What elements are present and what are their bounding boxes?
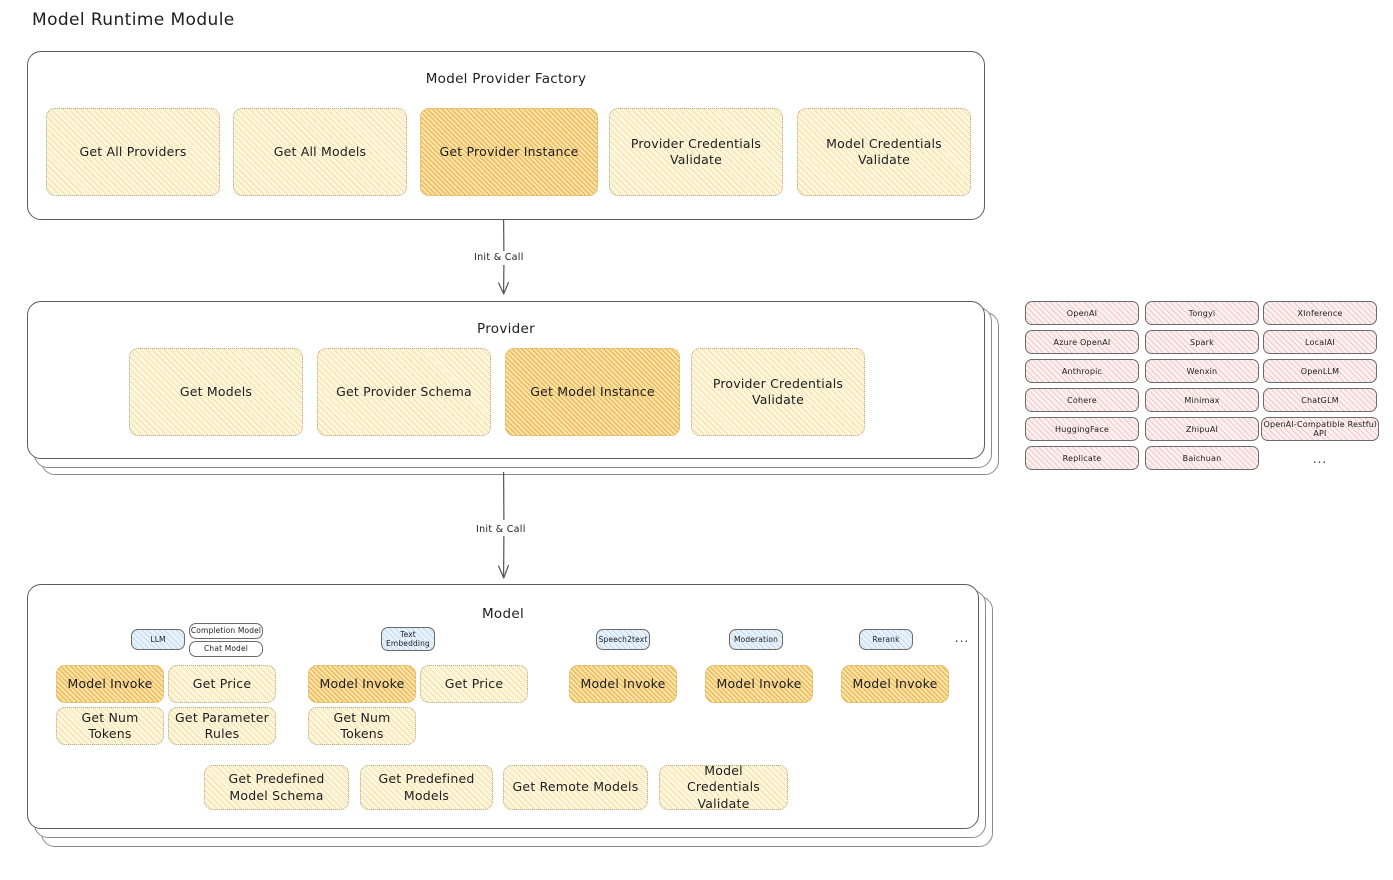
- card-get-provider-schema[interactable]: Get Provider Schema: [317, 348, 491, 436]
- badge-llm-completion-model[interactable]: Completion Model: [189, 623, 263, 639]
- badge-model-type-rerank[interactable]: Rerank: [859, 629, 913, 650]
- badge-model-type-moderation[interactable]: Moderation: [729, 629, 783, 650]
- badge-model-type-llm[interactable]: LLM: [131, 629, 185, 650]
- provider-chip-baichuan[interactable]: Baichuan: [1145, 446, 1259, 470]
- provider-chip-openllm[interactable]: OpenLLM: [1263, 359, 1377, 383]
- provider-chip-zhipuai[interactable]: ZhipuAI: [1145, 417, 1259, 441]
- arrow-label-init-call-1: Init & Call: [470, 251, 528, 264]
- card-text-embedding-get-price[interactable]: Get Price: [420, 665, 528, 703]
- provider-chip-xinference[interactable]: XInference: [1263, 301, 1377, 325]
- arrow-label-init-call-2: Init & Call: [472, 523, 530, 536]
- arrow-provider-to-model: [498, 471, 509, 579]
- card-get-models[interactable]: Get Models: [129, 348, 303, 436]
- page-title: Model Runtime Module: [32, 10, 235, 30]
- card-model-credentials-validate[interactable]: Model Credentials Validate: [797, 108, 971, 196]
- badge-model-type-text-embedding[interactable]: Text Embedding: [381, 627, 435, 651]
- panel-title-factory: Model Provider Factory: [425, 71, 587, 87]
- provider-chip-azure-openai[interactable]: Azure OpenAI: [1025, 330, 1139, 354]
- card-model-credentials-validate-2[interactable]: Model Credentials Validate: [659, 763, 788, 811]
- provider-chip-spark[interactable]: Spark: [1145, 330, 1259, 354]
- card-speech2text-model-invoke[interactable]: Model Invoke: [569, 665, 677, 703]
- panel-provider: Provider Get Models Get Provider Schema …: [27, 301, 985, 459]
- card-rerank-model-invoke[interactable]: Model Invoke: [841, 665, 949, 703]
- provider-chip-chatglm[interactable]: ChatGLM: [1263, 388, 1377, 412]
- card-get-remote-models[interactable]: Get Remote Models: [503, 765, 648, 810]
- panel-model-provider-factory: Model Provider Factory Get All Providers…: [27, 51, 985, 220]
- provider-chip-localai[interactable]: LocalAI: [1263, 330, 1377, 354]
- panel-title-provider: Provider: [477, 321, 535, 337]
- provider-chip-openai[interactable]: OpenAI: [1025, 301, 1139, 325]
- card-text-embedding-get-num-tokens[interactable]: Get Num Tokens: [308, 707, 416, 745]
- provider-chip-cohere[interactable]: Cohere: [1025, 388, 1139, 412]
- provider-list-more-ellipsis: ...: [1312, 452, 1328, 466]
- card-get-predefined-model-schema[interactable]: Get Predefined Model Schema: [204, 765, 349, 810]
- badge-llm-chat-model[interactable]: Chat Model: [189, 641, 263, 657]
- card-get-all-providers[interactable]: Get All Providers: [46, 108, 220, 196]
- panel-model: Model LLM Completion Model Chat Model Mo…: [27, 584, 979, 829]
- card-get-model-instance[interactable]: Get Model Instance: [505, 348, 680, 436]
- provider-chip-tongyi[interactable]: Tongyi: [1145, 301, 1259, 325]
- provider-chip-replicate[interactable]: Replicate: [1025, 446, 1139, 470]
- panel-title-model: Model: [481, 606, 525, 622]
- card-text-embedding-model-invoke[interactable]: Model Invoke: [308, 665, 416, 703]
- provider-chip-minimax[interactable]: Minimax: [1145, 388, 1259, 412]
- arrow-factory-to-provider: [498, 219, 509, 295]
- card-moderation-model-invoke[interactable]: Model Invoke: [705, 665, 813, 703]
- provider-chip-huggingface[interactable]: HuggingFace: [1025, 417, 1139, 441]
- badge-model-type-speech2text[interactable]: Speech2text: [596, 629, 650, 650]
- card-provider-credentials-validate-2[interactable]: Provider Credentials Validate: [691, 348, 865, 436]
- provider-chip-wenxin[interactable]: Wenxin: [1145, 359, 1259, 383]
- provider-chip-anthropic[interactable]: Anthropic: [1025, 359, 1139, 383]
- model-types-more-ellipsis: ...: [954, 631, 970, 645]
- provider-chip-openai-compatible-restful-api[interactable]: OpenAI-Compatible Restful API: [1261, 417, 1379, 441]
- card-get-provider-instance[interactable]: Get Provider Instance: [420, 108, 598, 196]
- card-get-predefined-models[interactable]: Get Predefined Models: [360, 765, 493, 810]
- card-llm-get-parameter-rules[interactable]: Get Parameter Rules: [168, 707, 276, 745]
- card-llm-get-num-tokens[interactable]: Get Num Tokens: [56, 707, 164, 745]
- card-llm-get-price[interactable]: Get Price: [168, 665, 276, 703]
- card-provider-credentials-validate[interactable]: Provider Credentials Validate: [609, 108, 783, 196]
- card-get-all-models[interactable]: Get All Models: [233, 108, 407, 196]
- card-llm-model-invoke[interactable]: Model Invoke: [56, 665, 164, 703]
